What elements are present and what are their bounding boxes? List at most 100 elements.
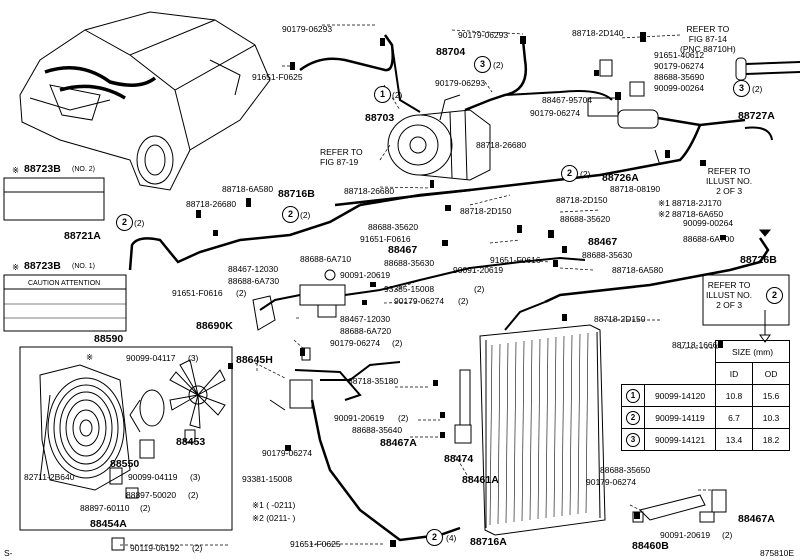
- part-88718-2d150-a: 88718-2D150: [556, 195, 608, 205]
- qty-3-b: (3): [190, 472, 201, 482]
- part-88718-2d140: 88718-2D140: [572, 28, 624, 38]
- part-90179-06274-2b: 90179-06274: [330, 338, 381, 348]
- part-88688-35630-b: 88688-35630: [384, 258, 435, 268]
- refer-illust-a[interactable]: REFER TO ILLUST NO. 2 OF 3: [706, 166, 753, 196]
- part-90179-06274-2a: 90179-06274: [394, 296, 445, 306]
- part-88461a: 88461A: [462, 474, 499, 486]
- part-88718-26680-a: 88718-26680: [476, 140, 527, 150]
- row-num-2: 2: [626, 410, 640, 425]
- part-88688-35630: 88688-35630: [582, 250, 633, 260]
- part-88688-6a710: 88688-6A710: [300, 254, 352, 264]
- refer-fig-87-14[interactable]: REFER TO FIG 87-14 (PNC 88710H): [680, 24, 736, 54]
- fan-motor-88550: [129, 389, 165, 459]
- part-88467-a: 88467: [388, 244, 418, 256]
- part-88718-26680-b: 88718-26680: [344, 186, 395, 196]
- circle-num-1: 1: [374, 86, 391, 103]
- table-row: 3 90099-14121 13.4 18.2: [621, 428, 790, 451]
- table-row: 1 90099-14120 10.8 15.6: [621, 384, 790, 407]
- row-part-2: 90099-14119: [644, 406, 716, 429]
- qty-2-n: (2): [722, 530, 733, 540]
- part-88688-6a700: 88688-6A700: [683, 234, 735, 244]
- part-90179-06293-b: 90179-06293: [458, 30, 509, 40]
- part-90179-06274-b: 90179-06274: [530, 108, 581, 118]
- note-2: ※2 (0211- ): [252, 513, 296, 523]
- part-88688-35650: 88688-35650: [600, 465, 651, 475]
- part-88718-6a580-a: 88718-6A580: [222, 184, 274, 194]
- qty-3-a: (3): [188, 353, 199, 363]
- qty-2-m: (2): [140, 503, 151, 513]
- part-90119-06192: 90119-06192: [130, 543, 180, 553]
- circle-num-2-d: 2: [766, 287, 783, 304]
- part-90091-20619-d: 90091-20619: [660, 530, 711, 540]
- mark-88723b-no1: ※: [12, 262, 20, 272]
- mark-1: ※1: [658, 198, 670, 208]
- condenser-88461a: [479, 324, 606, 536]
- part-90091-20619-c: 90091-20619: [334, 413, 385, 423]
- part-90179-06274-a: 90179-06274: [654, 61, 705, 71]
- qty-2-j: (2): [392, 338, 403, 348]
- part-88467a-a: 88467A: [380, 437, 417, 449]
- qty-2-g: (2): [474, 284, 485, 294]
- row-od-2: 10.3: [752, 406, 790, 429]
- part-82711-2b640: 82711-2B640: [24, 472, 75, 482]
- part-93385-15008: 93385-15008: [384, 284, 435, 294]
- part-88718-6a580-b: 88718-6A580: [612, 265, 664, 275]
- refer-fig-87-19[interactable]: REFER TO FIG 87-19: [320, 147, 363, 167]
- row-num-3: 3: [626, 432, 640, 447]
- qty-2-l: (2): [188, 490, 199, 500]
- part-91651-f0625-a: 91651-F0625: [252, 72, 303, 82]
- part-88718-08190: 88718-08190: [610, 184, 661, 194]
- part-88718-16660: 88718-16660: [672, 340, 723, 350]
- part-88460b: 88460B: [632, 540, 669, 552]
- row-id-2: 6.7: [715, 406, 753, 429]
- circle-num-2-c: 2: [116, 214, 133, 231]
- s-mark: S-: [4, 548, 13, 558]
- part-88704: 88704: [436, 46, 466, 58]
- part-88688-6a730: 88688-6A730: [228, 276, 280, 286]
- fan-blade-88453: [169, 359, 226, 443]
- warning-label-88723b-no2: [3, 177, 105, 221]
- qty-2-c: (2): [752, 84, 763, 94]
- part-90091-20619-a: 90091-20619: [340, 270, 391, 280]
- part-88718-2d150-c: 88718-2D150: [594, 314, 646, 324]
- note-1: ※1 ( -0211): [252, 500, 296, 510]
- qty-2-b: (2): [493, 60, 504, 70]
- part-88716a: 88716A: [470, 536, 507, 548]
- part-88703: 88703: [365, 112, 395, 124]
- part-91651-40612: 91651-40612: [654, 50, 705, 60]
- vehicle-illustration: [19, 11, 271, 191]
- caution-attention-text: CAUTION ATTENTION: [28, 280, 101, 287]
- fan-shroud-88454a: [39, 364, 131, 491]
- part-88688-35640: 88688-35640: [352, 425, 403, 435]
- row-part-3: 90099-14121: [644, 428, 716, 451]
- hose-size-table: SIZE (mm) ID OD 1 90099-14120 10.8 15.6 …: [621, 340, 790, 451]
- part-91651-f0625-b: 91651-F0625: [290, 539, 341, 549]
- part-88727a: 88727A: [738, 110, 775, 122]
- blower-88690k: [252, 295, 276, 331]
- row-num-1: 1: [626, 388, 640, 403]
- part-90099-00264-a: 90099-00264: [654, 83, 705, 93]
- part-88897-60110: 88897-60110: [80, 503, 130, 513]
- mark-2: ※2: [658, 209, 670, 219]
- qty-2-a: (2): [392, 90, 403, 100]
- part-88688-35620-a: 88688-35620: [560, 214, 611, 224]
- part-90179-06274-d: 90179-06274: [586, 477, 637, 487]
- qty-2-e: (2): [300, 210, 311, 220]
- part-90099-04117: 90099-04117: [126, 353, 176, 363]
- part-88645h: 88645H: [236, 354, 273, 366]
- part-88474: 88474: [444, 453, 474, 465]
- part-88718-35180: 88718-35180: [348, 376, 399, 386]
- expansion-valve-cluster: [259, 256, 586, 318]
- part-88453: 88453: [176, 436, 206, 448]
- part-88897-50020: 88897-50020: [126, 490, 177, 500]
- mark-90099-04117: ※: [86, 352, 94, 362]
- refer-illust-b[interactable]: REFER TO ILLUST NO. 2 OF 3: [706, 280, 753, 310]
- circle-num-3: 3: [474, 56, 491, 73]
- qty-2-o: (2): [192, 543, 203, 553]
- part-88454a: 88454A: [90, 518, 127, 530]
- row-od-1: 15.6: [752, 384, 790, 407]
- warning-label-88723b-no1: [3, 274, 127, 332]
- part-88688-35620-b: 88688-35620: [368, 222, 419, 232]
- hose-88703: [299, 34, 394, 72]
